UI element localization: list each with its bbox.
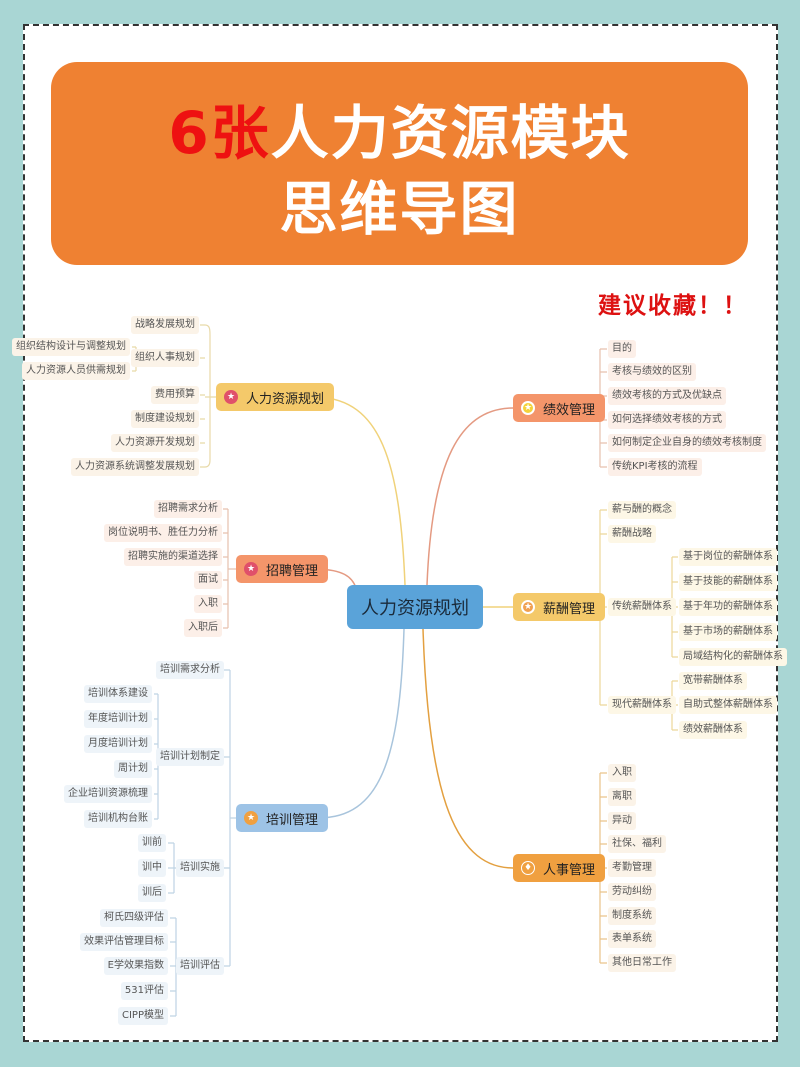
leaf-node[interactable]: 基于市场的薪酬体系 xyxy=(679,623,777,641)
leaf-node[interactable]: 薪酬战略 xyxy=(608,525,656,543)
leaf-node[interactable]: 考核与绩效的区别 xyxy=(608,363,696,381)
branch-hr-planning[interactable]: ★ 人力资源规划 xyxy=(216,383,335,411)
title-banner: 6张人力资源模块 思维导图 xyxy=(51,62,748,265)
star-icon: ★ xyxy=(244,562,258,576)
leaf-node[interactable]: E学效果指数 xyxy=(103,957,168,975)
leaf-node[interactable]: 年度培训计划 xyxy=(84,710,152,728)
star-icon: ★ xyxy=(224,390,238,404)
leaf-node[interactable]: 培训机构台账 xyxy=(84,810,152,828)
leaf-node[interactable]: 训前 xyxy=(138,834,166,852)
leaf-node[interactable]: 战略发展规划 xyxy=(131,316,199,334)
branch-training[interactable]: ★ 培训管理 xyxy=(236,804,329,832)
leaf-node[interactable]: 宽带薪酬体系 xyxy=(679,672,747,690)
leaf-node[interactable]: 费用预算 xyxy=(151,386,199,404)
save-tip: 建议收藏！！ xyxy=(598,293,748,319)
leaf-node[interactable]: 劳动纠纷 xyxy=(608,883,656,901)
leaf-node[interactable]: 岗位说明书、胜任力分析 xyxy=(104,524,222,542)
branch-label: 人事管理 xyxy=(543,862,596,878)
leaf-node[interactable]: 入职 xyxy=(194,595,222,613)
branch-performance[interactable]: ★ 绩效管理 xyxy=(513,394,606,422)
leaf-node[interactable]: 制度系统 xyxy=(608,907,656,925)
leaf-node[interactable]: 531评估 xyxy=(120,982,168,1000)
leaf-node[interactable]: 表单系统 xyxy=(608,930,656,948)
leaf-node[interactable]: 组织人事规划 xyxy=(131,349,199,367)
leaf-node[interactable]: 效果评估管理目标 xyxy=(80,933,168,951)
leaf-node[interactable]: 入职后 xyxy=(184,619,222,637)
star-icon: ★ xyxy=(521,401,535,415)
branch-compensation[interactable]: ★ 薪酬管理 xyxy=(513,593,606,621)
center-node[interactable]: 人力资源规划 xyxy=(347,585,483,629)
branch-label: 薪酬管理 xyxy=(543,601,596,617)
leaf-node[interactable]: 入职 xyxy=(608,764,636,782)
leaf-node[interactable]: 培训需求分析 xyxy=(156,661,224,679)
page-title: 6张人力资源模块 xyxy=(51,98,748,168)
leaf-node[interactable]: 局域结构化的薪酬体系 xyxy=(679,648,787,666)
star-icon: ★ xyxy=(244,811,258,825)
branch-label: 培训管理 xyxy=(266,812,319,828)
branch-label: 人力资源规划 xyxy=(246,391,325,407)
leaf-node[interactable]: 训中 xyxy=(138,859,166,877)
leaf-node[interactable]: 考勤管理 xyxy=(608,859,656,877)
leaf-node[interactable]: CIPP模型 xyxy=(118,1007,168,1025)
leaf-node[interactable]: 面试 xyxy=(194,571,222,589)
leaf-node[interactable]: 目的 xyxy=(608,340,636,358)
leaf-node[interactable]: 绩效考核的方式及优缺点 xyxy=(608,387,726,405)
leaf-node[interactable]: 传统KPI考核的流程 xyxy=(608,458,702,476)
branch-recruitment[interactable]: ★ 招聘管理 xyxy=(236,555,329,583)
title-highlight: 6张 xyxy=(168,99,271,167)
branch-label: 绩效管理 xyxy=(543,402,596,418)
leaf-node[interactable]: 人力资源系统调整发展规划 xyxy=(71,458,199,476)
leaf-node[interactable]: 招聘需求分析 xyxy=(154,500,222,518)
leaf-node[interactable]: 训后 xyxy=(138,884,166,902)
leaf-node[interactable]: 培训实施 xyxy=(176,859,224,877)
branch-personnel[interactable]: ♦ 人事管理 xyxy=(513,854,606,882)
star-icon: ★ xyxy=(521,600,535,614)
leaf-node[interactable]: 薪与酬的概念 xyxy=(608,501,676,519)
leaf-node[interactable]: 柯氏四级评估 xyxy=(100,909,168,927)
leaf-node[interactable]: 现代薪酬体系 xyxy=(608,696,676,714)
leaf-node[interactable]: 基于岗位的薪酬体系 xyxy=(679,548,777,566)
leaf-node[interactable]: 企业培训资源梳理 xyxy=(64,785,152,803)
leaf-node[interactable]: 制度建设规划 xyxy=(131,410,199,428)
branch-label: 招聘管理 xyxy=(266,563,319,579)
leaf-node[interactable]: 人力资源人员供需规划 xyxy=(22,362,130,380)
leaf-node[interactable]: 招聘实施的渠道选择 xyxy=(124,548,222,566)
leaf-node[interactable]: 基于技能的薪酬体系 xyxy=(679,573,777,591)
leaf-node[interactable]: 组织结构设计与调整规划 xyxy=(12,338,130,356)
leaf-node[interactable]: 培训评估 xyxy=(176,957,224,975)
leaf-node[interactable]: 异动 xyxy=(608,812,636,830)
leaf-node[interactable]: 自助式整体薪酬体系 xyxy=(679,696,777,714)
leaf-node[interactable]: 其他日常工作 xyxy=(608,954,676,972)
leaf-node[interactable]: 培训计划制定 xyxy=(156,748,224,766)
leaf-node[interactable]: 基于年功的薪酬体系 xyxy=(679,598,777,616)
leaf-node[interactable]: 月度培训计划 xyxy=(84,735,152,753)
leaf-node[interactable]: 离职 xyxy=(608,788,636,806)
leaf-node[interactable]: 人力资源开发规划 xyxy=(111,434,199,452)
leaf-node[interactable]: 如何制定企业自身的绩效考核制度 xyxy=(608,434,766,452)
leaf-node[interactable]: 社保、福利 xyxy=(608,835,666,853)
leaf-node[interactable]: 如何选择绩效考核的方式 xyxy=(608,411,726,429)
title-main: 人力资源模块 xyxy=(270,99,631,167)
leaf-node[interactable]: 传统薪酬体系 xyxy=(608,598,676,616)
page-subtitle: 思维导图 xyxy=(279,175,520,243)
leaf-node[interactable]: 绩效薪酬体系 xyxy=(679,721,747,739)
leaf-node[interactable]: 周计划 xyxy=(114,760,152,778)
leaf-node[interactable]: 培训体系建设 xyxy=(84,685,152,703)
flame-icon: ♦ xyxy=(521,861,535,875)
